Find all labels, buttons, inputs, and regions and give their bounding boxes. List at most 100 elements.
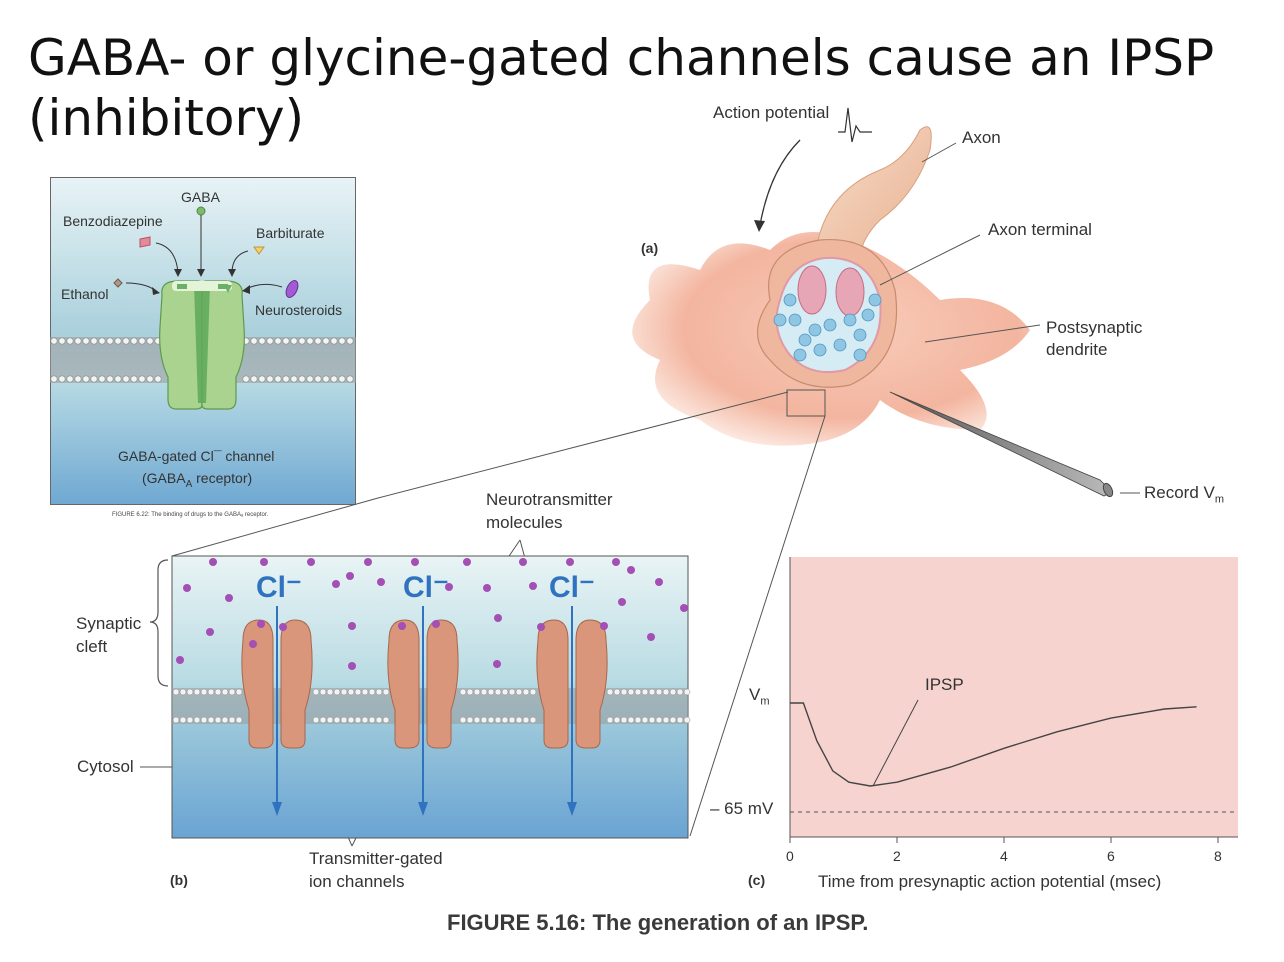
lipid-head: [207, 716, 215, 724]
label-postsynaptic-line2: dendrite: [1046, 340, 1108, 359]
neurotransmitter-molecule: [647, 633, 655, 641]
chloride-flow-arrow-head: [418, 802, 428, 816]
barbiturate-molecule-icon: [253, 246, 265, 255]
vesicle: [808, 323, 822, 337]
slide-title-line2: (inhibitory): [28, 89, 305, 147]
lipid-head: [258, 375, 266, 383]
lipid-head: [338, 337, 346, 345]
transmitter-gated-channel: [387, 619, 459, 749]
lipid-head: [368, 688, 376, 696]
lipid-head: [193, 716, 201, 724]
lipid-head: [235, 688, 243, 696]
label-neurotransmitter-line1: Neurotransmitter: [486, 490, 613, 509]
neurotransmitter-molecule: [332, 580, 340, 588]
lipid-head: [82, 337, 90, 345]
lipid-head: [634, 688, 642, 696]
lipid-head: [683, 688, 691, 696]
neurotransmitter-molecule: [680, 604, 688, 612]
chloride-flow-arrow-head: [567, 802, 577, 816]
label-axon: Axon: [962, 128, 1001, 147]
lipid-head: [122, 337, 130, 345]
panel-c-graph: [789, 557, 1238, 843]
lipid-head: [306, 375, 314, 383]
x-tick-label: 4: [1000, 848, 1008, 864]
lipid-head: [130, 337, 138, 345]
x-tick-label: 8: [1214, 848, 1222, 864]
panel-b-label: (b): [170, 872, 188, 888]
lipid-head: [90, 375, 98, 383]
panel-b-channels: [149, 555, 691, 839]
lipid-head: [274, 375, 282, 383]
lipid-head: [228, 716, 236, 724]
lipid-head: [655, 688, 663, 696]
lipid-head: [613, 688, 621, 696]
figure-caption: FIGURE 5.16: The generation of an IPSP.: [447, 910, 869, 935]
inset-label-benzodiazepine: Benzodiazepine: [63, 213, 163, 229]
neurotransmitter-molecule: [655, 578, 663, 586]
lipid-head: [529, 716, 537, 724]
lipid-head: [154, 375, 162, 383]
benzodiazepine-arrow: [155, 242, 179, 274]
neurotransmitter-molecule: [618, 598, 626, 606]
lipid-head: [382, 688, 390, 696]
transmitter-gated-channel: [536, 619, 608, 749]
x-tick-label: 2: [893, 848, 901, 864]
lipid-head: [354, 688, 362, 696]
chloride-ion-label: Cl⁻: [549, 571, 595, 604]
lipid-head: [466, 688, 474, 696]
gaba-arrow-head: [197, 269, 205, 277]
neurotransmitter-molecule: [260, 558, 268, 566]
lipid-head: [130, 375, 138, 383]
lipid-head: [314, 375, 322, 383]
lipid-head: [314, 337, 322, 345]
lipid-head: [375, 716, 383, 724]
panel-c-label: (c): [748, 872, 766, 888]
barbiturate-arrow-head: [228, 269, 236, 277]
action-potential-arrow: [759, 139, 801, 226]
vesicle: [813, 343, 827, 357]
neurotransmitter-molecule: [627, 566, 635, 574]
lipid-head: [662, 688, 670, 696]
neurotransmitter-molecule: [377, 578, 385, 586]
lipid-head: [282, 375, 290, 383]
vesicle: [823, 318, 837, 332]
lipid-head: [473, 688, 481, 696]
lipid-head: [529, 688, 537, 696]
lipid-head: [473, 716, 481, 724]
lipid-head: [333, 716, 341, 724]
neurotransmitter-molecule: [483, 584, 491, 592]
neurotransmitter-molecule: [612, 558, 620, 566]
neurotransmitter-molecule: [537, 623, 545, 631]
graph-y-label: Vm: [749, 685, 770, 708]
lipid-head: [250, 375, 258, 383]
lipid-head: [480, 688, 488, 696]
graph-baseline-label: – 65 mV: [710, 799, 774, 818]
recording-electrode: [889, 391, 1113, 497]
lipid-head: [319, 716, 327, 724]
lipid-head: [146, 337, 154, 345]
lipid-head: [655, 716, 663, 724]
inset-label-ethanol: Ethanol: [61, 286, 109, 302]
lipid-head: [620, 716, 628, 724]
lipid-head: [306, 337, 314, 345]
lipid-head: [258, 337, 266, 345]
neurotransmitter-molecule: [209, 558, 217, 566]
lipid-head: [368, 716, 376, 724]
action-potential-spike-icon: [838, 107, 872, 143]
neurotransmitter-molecule: [257, 620, 265, 628]
ethanol-arrow-head: [152, 287, 160, 295]
lipid-head: [186, 716, 194, 724]
neurosteroid-molecule-icon: [285, 280, 299, 298]
lipid-head: [266, 337, 274, 345]
lipid-head: [487, 688, 495, 696]
lipid-head: [340, 716, 348, 724]
lipid-head: [106, 337, 114, 345]
vesicle: [853, 328, 867, 342]
lipid-head: [354, 716, 362, 724]
lipid-head: [627, 688, 635, 696]
x-tick-label: 0: [786, 848, 794, 864]
lipid-head: [221, 716, 229, 724]
lipid-head: [193, 688, 201, 696]
lipid-head: [361, 716, 369, 724]
label-synaptic-line2: cleft: [76, 637, 108, 656]
